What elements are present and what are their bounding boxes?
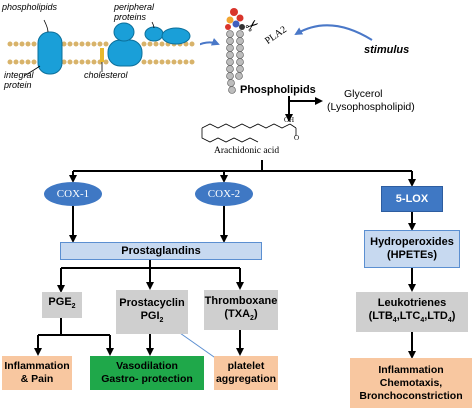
label-lysophospholipid: (Lysophospholipid) (327, 101, 415, 113)
label-stimulus: stimulus (364, 44, 410, 56)
inflammation-pain-line2: & Pain (20, 373, 54, 385)
label-oh: OH (284, 116, 295, 124)
hydroperoxides-box: Hydroperoxides (HPETEs) (364, 230, 460, 268)
lox-label: 5-LOX (395, 193, 429, 205)
vasodilation-line2: Gastro- protection (101, 373, 193, 385)
label-integral: integral (4, 70, 34, 80)
txa2-close: ) (253, 307, 258, 320)
txa2-label: (TXA (224, 307, 251, 320)
hpetes-label: (HPETEs) (386, 249, 438, 261)
cox2-label: COX-2 (207, 188, 241, 200)
label-arachidonic-acid: Arachidonic acid (214, 146, 280, 156)
label-o: O (294, 134, 300, 142)
leukotrienes-label: Leukotrienes (377, 296, 447, 309)
label-peripheral: peripheral (114, 2, 155, 12)
pgi2-sub: 2 (159, 317, 164, 325)
pge2-sub: 2 (71, 303, 76, 311)
txa2-sub: 2 (250, 315, 254, 323)
label-phospholipids: Phospholipids (240, 84, 316, 96)
inflammation-chemo-line3: Bronchoconstriction (359, 389, 463, 402)
pge2-box: PGE2 (42, 292, 82, 318)
arrow-stimulus (294, 24, 373, 41)
inflammation-chemo-line2: Chemotaxis, (379, 376, 443, 389)
inflammation-pain-box: Inflammation & Pain (2, 356, 72, 390)
arachidonic-acid-structure (201, 123, 297, 143)
hydroperoxides-label: Hydroperoxides (370, 236, 454, 248)
prostacyclin-label: Prostacyclin (119, 296, 185, 309)
inflammation-pain-line1: Inflammation (4, 360, 70, 372)
cell-membrane-illustration (4, 19, 200, 77)
inflammation-chemotaxis-box: Inflammation Chemotaxis, Bronchoconstric… (350, 358, 472, 408)
platelet-line2: aggregation (215, 373, 277, 385)
leukotrienes-box: Leukotrienes (LTB4,LTC4,LTD4) (356, 292, 468, 332)
vasodilation-line1: Vasodilation (116, 360, 178, 372)
thromboxane-label: Thromboxane (204, 294, 278, 307)
platelet-line1: platelet (227, 360, 265, 372)
phospholipid-molecule-illustration (225, 8, 245, 94)
platelet-box: platelet aggregation (214, 356, 278, 390)
prostaglandins-label: Prostaglandins (121, 244, 201, 257)
label-proteins: proteins (114, 12, 147, 22)
pge2-label: PGE (48, 296, 72, 309)
label-phospholipids-membrane: phospholipids (2, 2, 58, 12)
thromboxane-box: Thromboxane (TXA2) (204, 290, 278, 330)
leukotrienes-types: (LTB4,LTC4,LTD4) (368, 309, 456, 325)
prostacyclin-box: Prostacyclin PGI2 (116, 290, 188, 334)
label-glycerol: Glycerol (344, 88, 383, 100)
inflammation-chemo-line1: Inflammation (378, 363, 444, 376)
label-cholesterol: cholesterol (84, 70, 128, 80)
vasodilation-box: Vasodilation Gastro- protection (90, 356, 204, 390)
lox-enzyme: 5-LOX (381, 186, 443, 212)
prostaglandins-box: Prostaglandins (60, 242, 262, 260)
pgi2-label: PGI (140, 309, 160, 322)
cox1-enzyme: COX-1 (44, 182, 102, 206)
label-protein: protein (4, 80, 32, 90)
cox1-label: COX-1 (56, 188, 90, 200)
cox2-enzyme: COX-2 (195, 182, 253, 206)
